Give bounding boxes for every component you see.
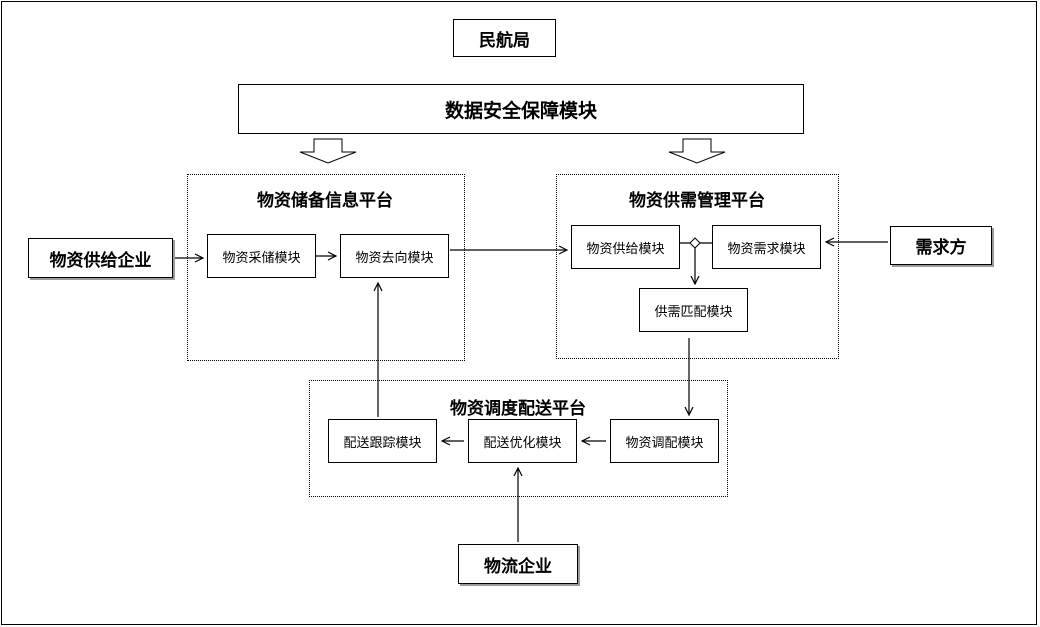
block-arrow-to-reserve — [299, 138, 357, 164]
logistics-enterprise-box: 物流企业 — [458, 544, 578, 584]
supplier-enterprise-label: 物资供给企业 — [49, 250, 152, 271]
procurement-module-label: 物资采储模块 — [222, 250, 301, 266]
procurement-module-box: 物资采储模块 — [207, 234, 316, 278]
junction-diamond — [689, 237, 701, 249]
security-module-label: 数据安全保障模块 — [444, 99, 597, 122]
supply-demand-platform — [556, 174, 839, 359]
tracking-module-box: 配送跟踪模块 — [328, 419, 437, 463]
caac-label: 民航局 — [479, 30, 530, 51]
matching-module-box: 供需匹配模块 — [639, 288, 748, 332]
supply-module-label: 物资供给模块 — [586, 241, 665, 257]
logistics-enterprise-label: 物流企业 — [484, 556, 552, 577]
block-arrow-to-supply-demand — [668, 138, 726, 164]
supply-module-box: 物资供给模块 — [571, 225, 680, 269]
allocation-module-label: 物资调配模块 — [625, 435, 704, 451]
supply-demand-platform-title: 物资供需管理平台 — [629, 191, 765, 211]
destination-module-label: 物资去向模块 — [355, 250, 434, 266]
demand-side-box: 需求方 — [890, 226, 992, 265]
reserve-platform-title: 物资储备信息平台 — [257, 191, 393, 211]
caac-box: 民航局 — [453, 19, 556, 57]
reserve-platform — [187, 174, 465, 361]
matching-module-label: 供需匹配模块 — [654, 304, 733, 320]
allocation-module-box: 物资调配模块 — [610, 419, 719, 463]
demand-side-label: 需求方 — [915, 238, 967, 258]
demand-module-box: 物资需求模块 — [712, 225, 821, 269]
dispatch-platform-title: 物资调度配送平台 — [450, 399, 586, 419]
optimization-module-label: 配送优化模块 — [483, 435, 562, 451]
demand-module-label: 物资需求模块 — [727, 241, 806, 257]
tracking-module-label: 配送跟踪模块 — [343, 435, 422, 451]
optimization-module-box: 配送优化模块 — [468, 419, 577, 463]
supplier-enterprise-box: 物资供给企业 — [28, 238, 173, 278]
security-module-box: 数据安全保障模块 — [238, 84, 804, 134]
destination-module-box: 物资去向模块 — [340, 234, 449, 278]
